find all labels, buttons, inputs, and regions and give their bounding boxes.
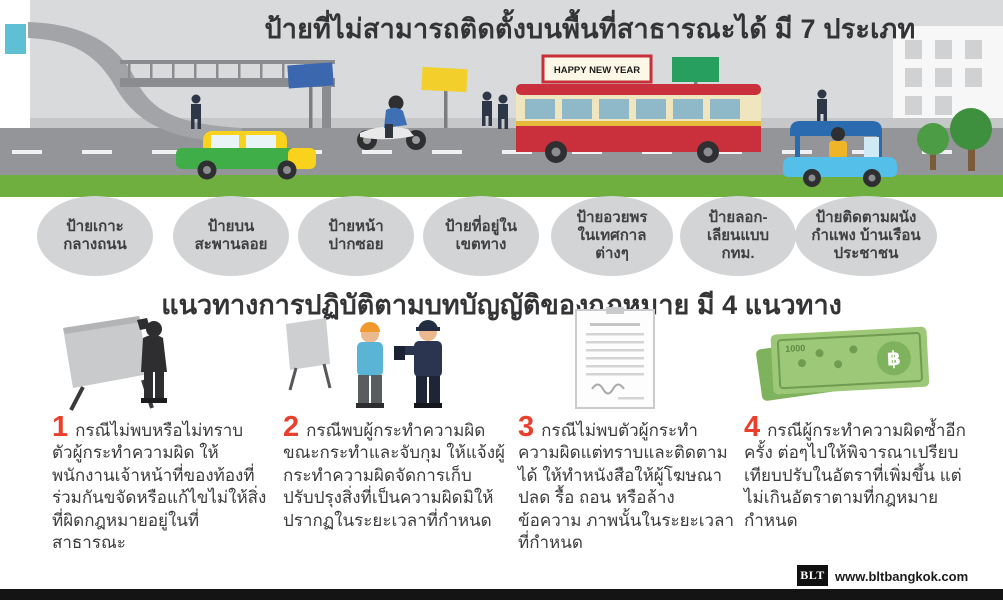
sign-type-circle-1: ป้ายเกาะ กลางถนน: [37, 196, 153, 276]
grass-strip: [0, 175, 1003, 197]
bottom-bar: [0, 589, 1003, 600]
street-scene-graphic: HAPPY NEW YEAR: [0, 0, 1003, 197]
blue-sign-post: [287, 62, 334, 128]
blt-logo: BLT: [797, 565, 828, 586]
sign-type-line: ป้ายที่อยู่ใน: [445, 218, 517, 236]
sign-type-circle-7: ป้ายติดตามผนัง กำแพง บ้านเรือน ประชาชน: [795, 196, 937, 276]
happy-new-year-banner: HAPPY NEW YEAR: [541, 54, 653, 84]
happy-new-year-text: HAPPY NEW YEAR: [554, 65, 640, 76]
baht-symbol: ฿: [886, 348, 901, 371]
guideline-number: 2: [283, 411, 300, 443]
document-illustration: [575, 307, 655, 409]
sign-type-line: ป้ายติดตามผนัง: [815, 209, 917, 227]
bus-illustration: [516, 84, 761, 163]
worker-carrying-sign-illustration: [63, 316, 167, 411]
sign-type-line: กทม.: [721, 244, 755, 262]
trees-illustration: [917, 108, 992, 171]
sign-type-circle-4: ป้ายที่อยู่ใน เขตทาง: [423, 196, 539, 276]
sign-type-circle-2: ป้ายบน สะพานลอย: [173, 196, 289, 276]
pedestrian-icon: [498, 94, 508, 129]
sign-type-line: ป้ายบน: [207, 218, 255, 236]
taxi-illustration: [176, 131, 316, 180]
sign-type-line: ป้ายลอก-: [708, 209, 768, 227]
guideline-text: กรณีผู้กระทำความผิดซ้ำอีกครั้ง ต่อๆไปให้…: [744, 421, 966, 530]
sign-type-line: กลางถนน: [63, 236, 127, 253]
pedestrian-icon: [191, 94, 201, 129]
tuktuk-illustration: [783, 121, 897, 187]
sign-type-circle-5: ป้ายอวยพร ในเทศกาล ต่างๆ: [551, 196, 673, 276]
street-scene: HAPPY NEW YEAR: [0, 0, 1003, 197]
sign-type-line: กำแพง บ้านเรือน: [811, 227, 921, 245]
left-building-illustration: [0, 0, 30, 128]
buildings-illustration: [893, 26, 1003, 128]
sign-type-line: สะพานลอย: [194, 236, 268, 253]
guideline-text: กรณีพบผู้กระทำความผิดขณะกระทำและจับกุม ใ…: [283, 421, 505, 530]
sign-type-circle-6: ป้ายลอก- เลียนแบบ กทม.: [680, 196, 796, 276]
motorcycle-illustration: [357, 95, 426, 150]
pedestrian-icon: [482, 91, 492, 126]
guideline-text: กรณีไม่พบหรือไม่ทราบตัวผู้กระทำความผิด ใ…: [52, 421, 267, 553]
website-url: www.bltbangkok.com: [835, 569, 969, 584]
main-title: ป้ายที่ไม่สามารถติดตั้งบนพื้นที่สาธารณะไ…: [264, 14, 916, 44]
banknotes-illustration: ฿ 1000: [756, 326, 930, 401]
sign-type-line: ประชาชน: [833, 244, 899, 262]
sign-type-line: ในเทศกาล: [577, 227, 647, 245]
sign-type-line: ปากซอย: [328, 236, 384, 253]
guideline-text: กรณีไม่พบตัวผู้กระทำความผิดแต่ทราบและติด…: [518, 421, 735, 553]
officer-and-worker-illustration: [286, 318, 442, 408]
banknote-value: 1000: [785, 343, 806, 354]
sign-type-circle-3: ป้ายหน้า ปากซอย: [298, 196, 414, 276]
sign-type-line: ต่างๆ: [595, 244, 629, 262]
guidelines-title: แนวทางการปฏิบัติตามบทบัญญัติของกฎหมาย มี…: [161, 290, 842, 320]
sign-type-line: เลียนแบบ: [706, 227, 770, 245]
sign-type-line: ป้ายเกาะ: [66, 218, 124, 236]
sign-type-line: เขตทาง: [455, 236, 507, 253]
sign-type-line: ป้ายอวยพร: [576, 209, 648, 227]
pedestrian-icon: [817, 89, 827, 124]
guideline-number: 1: [52, 411, 69, 443]
guideline-number: 4: [744, 411, 761, 443]
sign-type-line: ป้ายหน้า: [328, 218, 384, 236]
guideline-number: 3: [518, 411, 535, 443]
yellow-sign-post: [421, 66, 468, 128]
